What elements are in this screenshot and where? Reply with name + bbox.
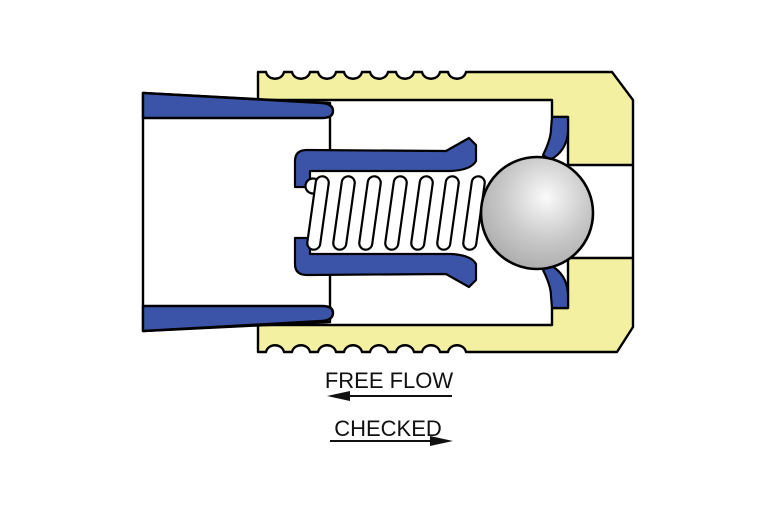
checked-label-group: CHECKED [330,416,453,446]
coupling-body [256,70,635,354]
seat-lip-bottom [541,263,570,310]
free-flow-label: FREE FLOW [325,368,454,393]
male-fitting-collar-top [141,91,335,120]
cage-lower-half [293,236,478,289]
free-flow-arrowhead-left [327,391,350,401]
spring-coil [306,175,330,251]
coupling-body-top [256,70,635,167]
spring-coil [436,175,460,251]
checked-arrowhead-right [430,436,453,446]
spring-coil [332,175,356,251]
spring-coil [384,175,408,251]
male-fitting [141,91,335,333]
checked-label: CHECKED [334,416,442,441]
male-fitting-collar-bottom [141,304,335,333]
spring-coil [410,175,434,251]
coupling-body-bottom [256,256,635,354]
poppet-cage [293,136,478,289]
spring-coil [358,175,382,251]
check-ball [479,155,595,271]
seat-lip-top [541,115,570,162]
free-flow-label-group: FREE FLOW [325,368,454,401]
spring [304,175,486,251]
cage-upper-half [293,136,478,189]
